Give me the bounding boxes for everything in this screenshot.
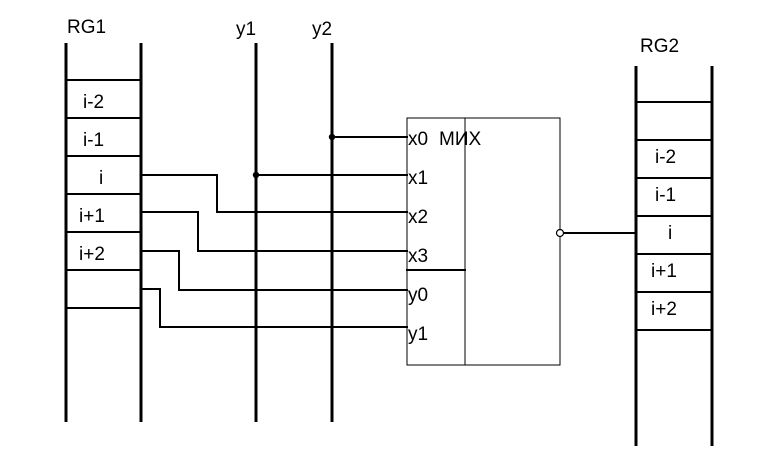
- wires: [140, 133, 637, 328]
- wire-rg1-i-to-x2: [140, 174, 408, 213]
- control-lines: y1 y2: [236, 19, 334, 422]
- multiplexer-input-label: x1: [408, 168, 428, 189]
- multiplexer-input-label: x0: [408, 129, 428, 150]
- wire-rg1-i1-to-x3: [140, 211, 408, 252]
- wire-rg1-i2-to-y0: [140, 250, 408, 291]
- multiplexer-input-label: x2: [408, 207, 428, 228]
- register-rg1-cell-label: i-1: [83, 130, 104, 151]
- control-line-y1-label: y1: [236, 19, 256, 40]
- multiplexer-box: [406, 117, 561, 366]
- multiplexer: МИХ x0 x1 x2 x3 y0 y1: [406, 117, 565, 366]
- register-rg1-cell-label: i-2: [83, 92, 104, 113]
- register-rg2-cell-label: i: [668, 223, 672, 244]
- register-rg2-cell-label: i-1: [655, 185, 676, 206]
- control-line-y2-label: y2: [312, 19, 332, 40]
- register-rg2-cell-label: i-2: [655, 147, 676, 168]
- register-rg1: RG1 i-2 i-1 i i+1 i+2: [64, 17, 143, 422]
- register-rg2: RG2 i-2 i-1 i i+1 i+2: [634, 36, 714, 446]
- multiplexer-title: МИХ: [439, 129, 481, 150]
- register-rg1-cell-label: i+2: [79, 244, 105, 265]
- wire-rg1-next-to-y1: [140, 288, 408, 328]
- junction-dot: [328, 133, 336, 141]
- multiplexer-select-label: y1: [408, 324, 428, 345]
- junction-dot: [252, 171, 260, 179]
- register-rg2-cell-label: i+2: [651, 299, 677, 320]
- register-rg1-cell-label: i: [99, 168, 103, 189]
- multiplexer-select-label: y0: [408, 285, 428, 306]
- register-rg1-cell-label: i+1: [79, 206, 105, 227]
- register-rg2-cell-label: i+1: [651, 261, 677, 282]
- register-rg1-title: RG1: [67, 17, 106, 38]
- register-rg2-title: RG2: [640, 36, 679, 57]
- multiplexer-input-label: x3: [408, 246, 428, 267]
- multiplexer-output-dot: [555, 228, 565, 238]
